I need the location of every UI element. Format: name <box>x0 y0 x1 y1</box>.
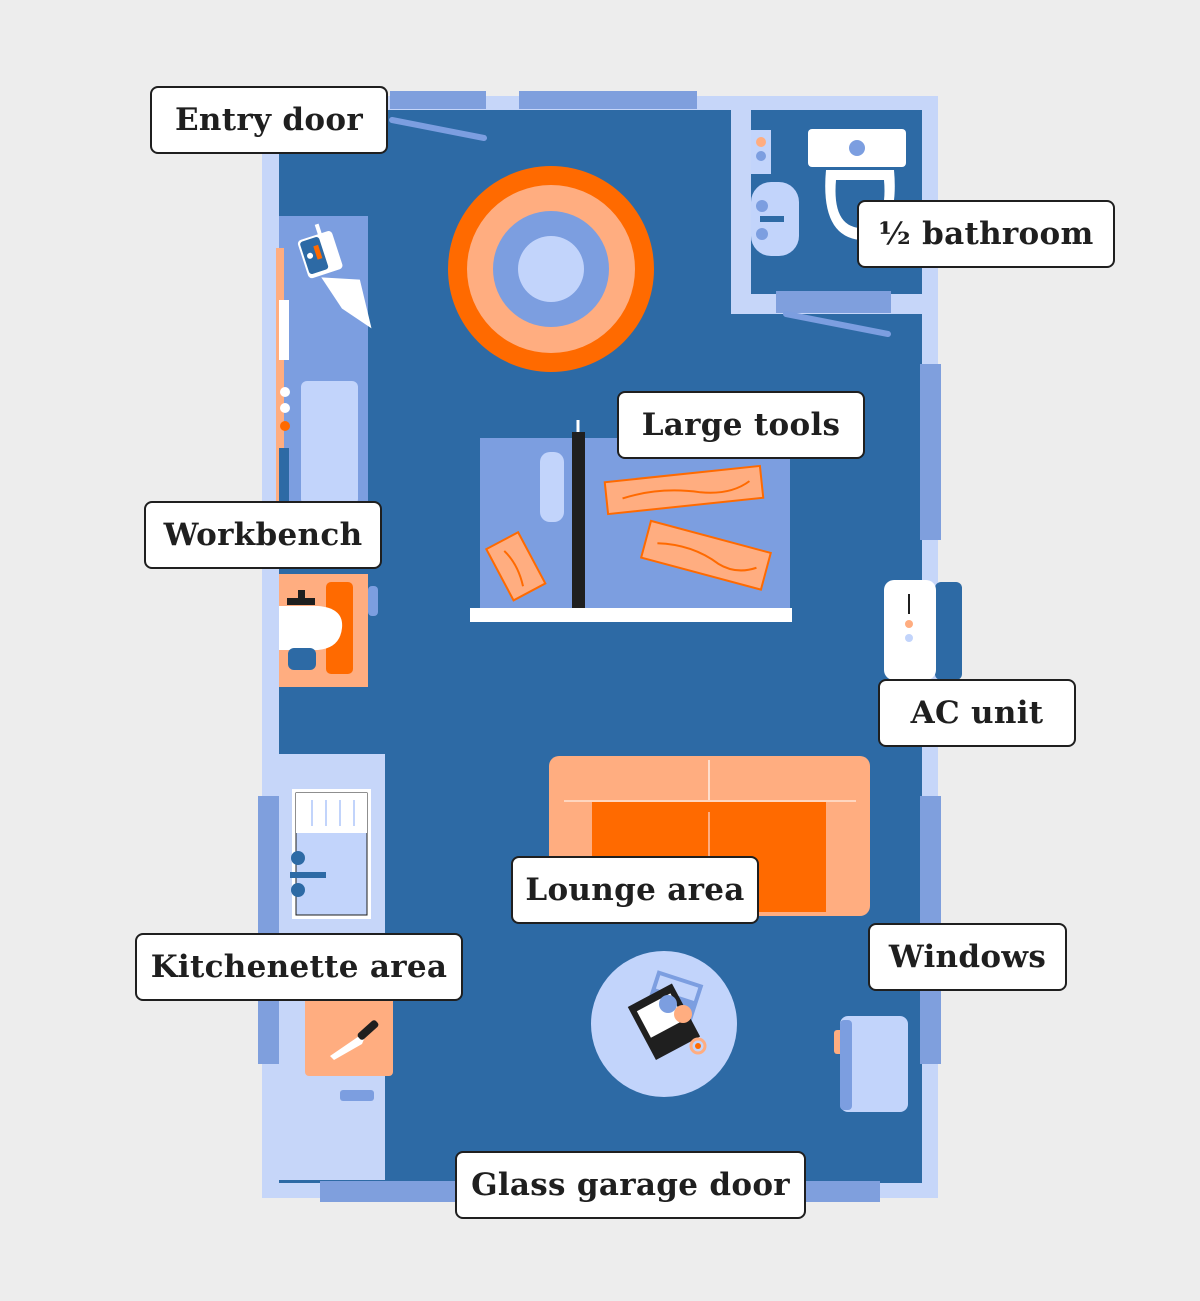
entry-door-label: Entry door <box>150 86 388 154</box>
glass-garage-door-label: Glass garage door <box>455 1151 806 1219</box>
refrigerator-icon <box>290 789 371 919</box>
power-drill-icon <box>297 223 372 329</box>
knife-icon <box>305 996 393 1076</box>
ac-unit-icon <box>884 580 962 680</box>
ac-unit-label: AC unit <box>878 679 1076 747</box>
windows-label: Windows <box>868 923 1067 991</box>
large-tools-label: Large tools <box>617 391 865 459</box>
half-bathroom-label: ½ bathroom <box>857 200 1115 268</box>
workbench-counter <box>276 216 372 508</box>
entry-door-leaf <box>389 117 487 141</box>
bathroom-sink-icon <box>751 182 799 256</box>
lumber-icon <box>484 464 772 602</box>
lounge-area-label: Lounge area <box>511 856 759 924</box>
armchair-icon <box>834 1016 908 1112</box>
coffee-table-icon <box>591 951 737 1097</box>
rug-icon <box>448 166 654 372</box>
workbench-sink <box>279 574 378 687</box>
workbench-label: Workbench <box>144 501 382 569</box>
kitchenette-area-label: Kitchenette area <box>135 933 463 1001</box>
